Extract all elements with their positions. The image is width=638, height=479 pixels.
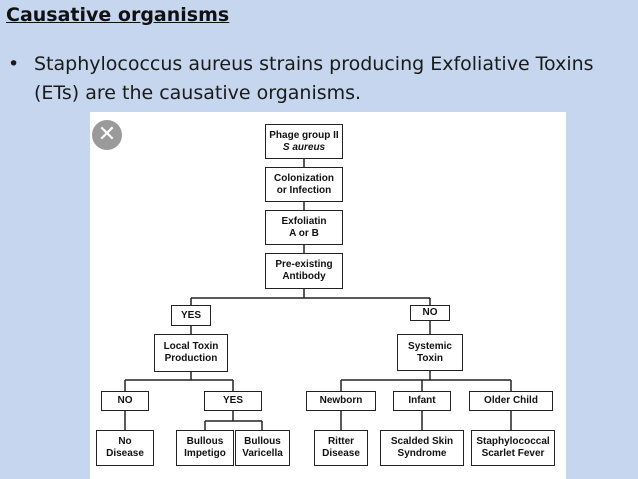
node-label: Staphylococcal [476, 436, 550, 447]
node-infant: Infant [393, 391, 451, 411]
node-ritter-disease: Ritter Disease [314, 430, 368, 466]
node-scalded-skin: Scalded Skin Syndrome [380, 430, 464, 466]
node-exfoliatin: Exfoliatin A or B [265, 210, 343, 245]
node-label: Ritter [327, 436, 355, 447]
node-label: No [118, 436, 132, 447]
node-label: or Infection [276, 184, 332, 196]
node-label: Phage group II [269, 129, 339, 141]
node-label: Local Toxin [163, 341, 219, 352]
node-bullous-varicella: Bullous Varicella [235, 430, 290, 466]
node-colonization: Colonization or Infection [265, 167, 343, 202]
node-no-disease: No Disease [96, 430, 154, 466]
node-bullous-impetigo: Bullous Impetigo [176, 430, 234, 466]
node-no-local: NO [101, 391, 149, 411]
node-label: Impetigo [184, 448, 226, 459]
node-yes-top: YES [171, 305, 211, 326]
node-label: Exfoliatin [281, 215, 327, 227]
node-label: NO [422, 307, 438, 318]
node-label: YES [180, 309, 201, 321]
node-newborn: Newborn [306, 391, 376, 411]
node-label: Disease [322, 448, 360, 459]
node-label: Infant [408, 395, 436, 406]
node-label: Older Child [484, 395, 538, 406]
slide-title: Causative organisms [6, 4, 230, 26]
node-label: S aureus [282, 141, 326, 153]
node-label: Production [164, 353, 218, 364]
node-label: Systemic [408, 340, 452, 352]
node-older-child: Older Child [469, 391, 553, 411]
node-label: Newborn [319, 395, 363, 406]
node-label: Toxin [417, 352, 443, 364]
node-yes-local: YES [204, 391, 262, 411]
node-label: A or B [289, 227, 319, 239]
flowchart-figure: ✕ Phage group II S aureus Colonization o… [90, 112, 566, 479]
node-label: YES [222, 395, 243, 406]
node-label: Scalded Skin [390, 436, 454, 447]
node-local-toxin: Local Toxin Production [154, 334, 228, 372]
bullet-glyph: • [8, 53, 20, 75]
node-label: Syndrome [397, 448, 447, 459]
node-label: Bullous [244, 436, 281, 447]
node-label: Pre-existing [275, 259, 333, 270]
node-label: Colonization [274, 172, 334, 184]
node-label: NO [117, 395, 133, 406]
node-label: Antibody [282, 271, 326, 282]
node-label: Disease [106, 448, 144, 459]
node-no-top: NO [410, 305, 450, 321]
node-label: Scarlet Fever [481, 448, 545, 459]
close-icon[interactable]: ✕ [92, 120, 122, 150]
node-phage-group: Phage group II S aureus [265, 124, 343, 159]
bullet-text: Staphylococcus aureus strains producing … [34, 53, 594, 104]
node-label: Bullous [186, 436, 224, 447]
flowchart-connectors [124, 159, 512, 430]
node-scarlet-fever: Staphylococcal Scarlet Fever [471, 430, 555, 466]
node-preexisting-antibody: Pre-existing Antibody [265, 253, 343, 289]
node-systemic-toxin: Systemic Toxin [397, 334, 463, 371]
node-label: Varicella [242, 448, 283, 459]
